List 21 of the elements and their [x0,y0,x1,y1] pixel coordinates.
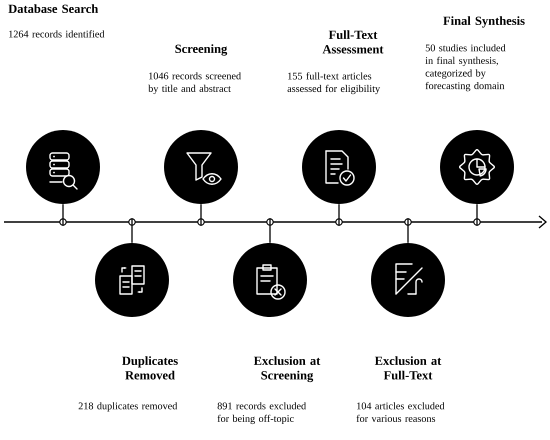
step-description: 1046 records screened by title and abstract [148,72,241,94]
connector-line [407,218,409,243]
connector-line [269,218,271,243]
step-heading: Exclusion at Full-Text [374,356,442,380]
step-description: 155 full-text articles assessed for eligibility [288,72,380,94]
step-heading: Exclusion at Screening [254,356,320,382]
step-heading: Database Search [8,4,98,13]
step-description: 104 articles excluded for various reasons [356,402,444,422]
connector-line [338,204,340,226]
step-description: 218 duplicates removed [78,402,178,412]
step-description: 891 records excluded for being off-topic [218,402,306,424]
step-description: 50 studies included in final synthesis, categorized by forecasting domain [425,44,506,92]
step-heading: Screening [175,44,228,56]
step-heading: Full-Text Assessment [322,30,384,54]
step-heading: Final Synthesis [443,16,525,28]
step-heading: Duplicates Removed [122,356,178,380]
connector-line [200,204,202,226]
step-description: 1264 records identified [9,30,104,38]
connector-line [476,204,478,226]
connector-line [62,204,64,226]
connector-line [131,218,133,243]
